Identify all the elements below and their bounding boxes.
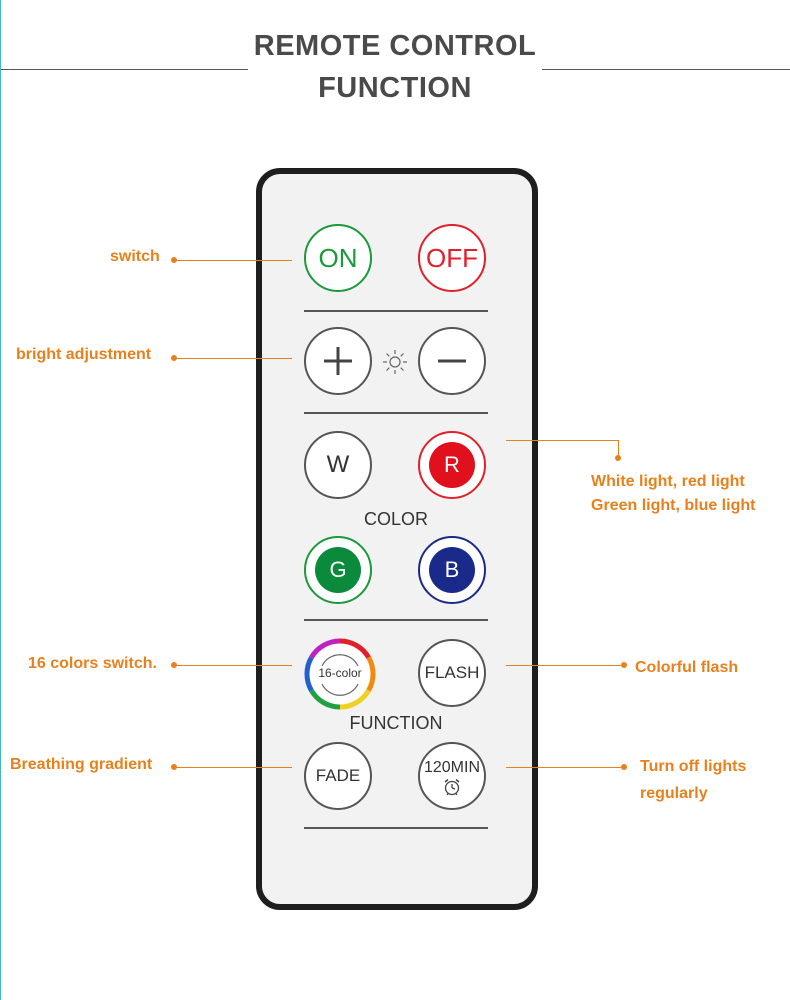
fade-label: FADE — [315, 766, 361, 785]
annotation-timer-line2: regularly — [640, 785, 708, 802]
divider — [304, 619, 488, 621]
annotation-timer-line1: Turn off lights — [640, 758, 747, 775]
page-subtitle: FUNCTION — [318, 72, 472, 104]
annotation-dot — [621, 764, 627, 770]
w-label: W — [326, 451, 350, 478]
timer-button[interactable]: 120MIN — [418, 742, 486, 810]
white-light-button[interactable]: W — [304, 431, 372, 499]
plus-icon — [324, 347, 352, 375]
red-light-button[interactable]: R — [418, 431, 486, 499]
green-fill: G — [315, 547, 361, 593]
function-caption: FUNCTION — [349, 713, 443, 733]
annotation-colors-line1: White light, red light — [591, 473, 745, 490]
annotation-bright: bright adjustment — [16, 346, 152, 363]
blue-fill: B — [429, 547, 475, 593]
flash-button[interactable]: FLASH — [418, 639, 486, 707]
divider — [304, 310, 488, 312]
off-button[interactable]: OFF — [418, 224, 486, 292]
remote-control — [256, 168, 538, 910]
r-label: R — [444, 452, 460, 477]
fade-button[interactable]: FADE — [304, 742, 372, 810]
flash-label: FLASH — [424, 663, 480, 682]
left-edge-line — [0, 0, 1, 1000]
header-rule-right — [542, 69, 790, 70]
annotation-breathing: Breathing gradient — [10, 756, 153, 773]
leader-line-switch — [174, 260, 292, 261]
leader-line-sixteen — [174, 665, 292, 666]
sun-icon — [383, 350, 407, 374]
brightness-down-button[interactable] — [418, 327, 486, 395]
sixteen-color-button[interactable]: 16-color — [304, 638, 376, 710]
divider — [304, 827, 488, 829]
on-label: ON — [318, 242, 358, 273]
divider — [304, 412, 488, 414]
annotation-dot — [615, 455, 621, 461]
g-label: G — [329, 557, 347, 582]
annotation-switch: switch — [110, 248, 160, 265]
red-fill: R — [429, 442, 475, 488]
leader-line-colors-vertical — [618, 440, 619, 457]
alarm-clock-icon — [444, 778, 460, 796]
color-caption: COLOR — [363, 509, 428, 529]
off-label: OFF — [426, 242, 478, 273]
sixteen-color-label: 16-color — [318, 666, 362, 680]
brightness-up-button[interactable] — [304, 327, 372, 395]
green-light-button[interactable]: G — [304, 536, 372, 604]
page-title: REMOTE CONTROL — [253, 30, 537, 62]
b-label: B — [444, 557, 460, 582]
minus-icon — [438, 359, 466, 363]
color-ring-icon — [304, 638, 376, 710]
annotation-sixteen-colors: 16 colors switch. — [28, 655, 157, 672]
on-button[interactable]: ON — [304, 224, 372, 292]
annotation-dot — [621, 662, 627, 668]
header-rule-left — [0, 69, 248, 70]
leader-line-timer — [506, 767, 622, 768]
leader-line-bright — [174, 358, 292, 359]
leader-line-colors — [506, 440, 619, 441]
leader-line-flash — [506, 665, 622, 666]
blue-light-button[interactable]: B — [418, 536, 486, 604]
timer-label: 120MIN — [423, 759, 481, 776]
leader-line-breathing — [174, 767, 292, 768]
annotation-colors-line2: Green light, blue light — [591, 497, 756, 514]
annotation-flash: Colorful flash — [635, 659, 739, 676]
